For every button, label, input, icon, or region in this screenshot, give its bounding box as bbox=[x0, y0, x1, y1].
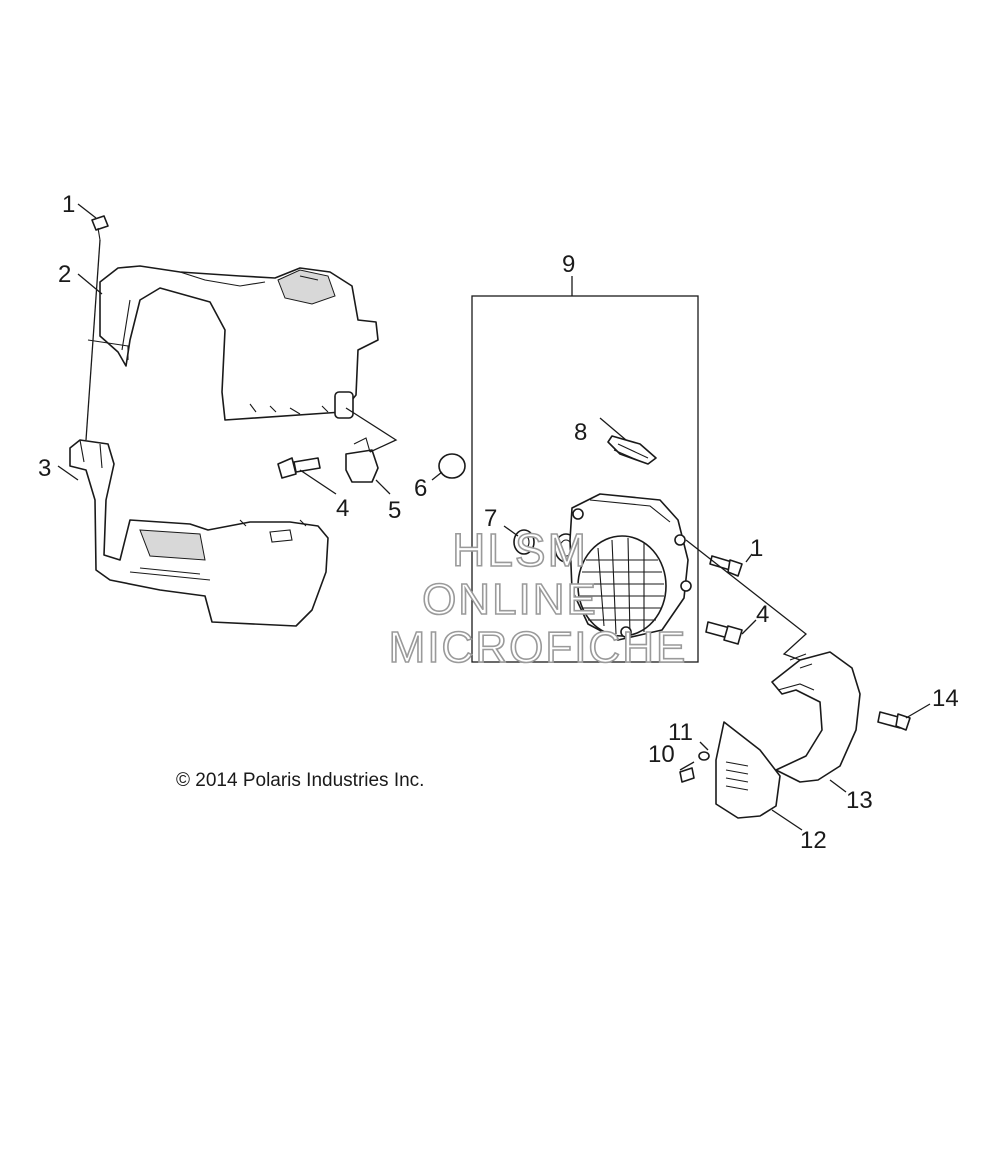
part-1-screw-right bbox=[709, 555, 743, 577]
part-4-bolt-right bbox=[705, 621, 743, 645]
part-9-fan-housing bbox=[569, 493, 692, 641]
copyright-notice: © 2014 Polaris Industries Inc. bbox=[176, 770, 425, 791]
watermark-line-1: HLSM bbox=[452, 524, 588, 576]
watermark: HLSM ONLINE MICROFICHE bbox=[388, 523, 688, 673]
callout-1-left: 1 bbox=[62, 191, 75, 218]
part-12-screen bbox=[715, 721, 781, 819]
callout-13: 13 bbox=[846, 787, 873, 814]
part-1-screw-left bbox=[91, 215, 109, 241]
callout-5: 5 bbox=[388, 497, 401, 524]
callout-4-right: 4 bbox=[756, 601, 769, 628]
callout-10: 10 bbox=[648, 741, 675, 768]
part-5-clamp bbox=[345, 437, 379, 483]
callout-9: 9 bbox=[562, 251, 575, 278]
part-11-washer bbox=[698, 751, 710, 761]
part-3-lower-shroud bbox=[69, 439, 329, 627]
callout-2: 2 bbox=[58, 261, 71, 288]
part-10-screw bbox=[679, 767, 695, 783]
callout-6: 6 bbox=[414, 475, 427, 502]
callout-3: 3 bbox=[38, 455, 51, 482]
callout-8: 8 bbox=[574, 419, 587, 446]
callout-11: 11 bbox=[668, 719, 693, 746]
watermark-line-3: MICROFICHE bbox=[389, 623, 688, 672]
kit-box-9 bbox=[471, 295, 699, 663]
callout-14: 14 bbox=[932, 685, 959, 712]
callout-12: 12 bbox=[800, 827, 827, 854]
part-14-bolt bbox=[877, 711, 911, 731]
part-4-bolt-left bbox=[277, 457, 321, 479]
part-6-plug bbox=[438, 453, 466, 479]
part-13-cover bbox=[771, 651, 861, 783]
leader-lines bbox=[57, 203, 931, 831]
part-2-upper-shroud bbox=[87, 265, 379, 421]
callout-4-left: 4 bbox=[336, 495, 349, 522]
watermark-line-2: ONLINE bbox=[422, 575, 598, 624]
callout-1-right: 1 bbox=[750, 535, 763, 562]
callout-7: 7 bbox=[484, 505, 497, 532]
part-8-duct-strip bbox=[607, 435, 657, 465]
